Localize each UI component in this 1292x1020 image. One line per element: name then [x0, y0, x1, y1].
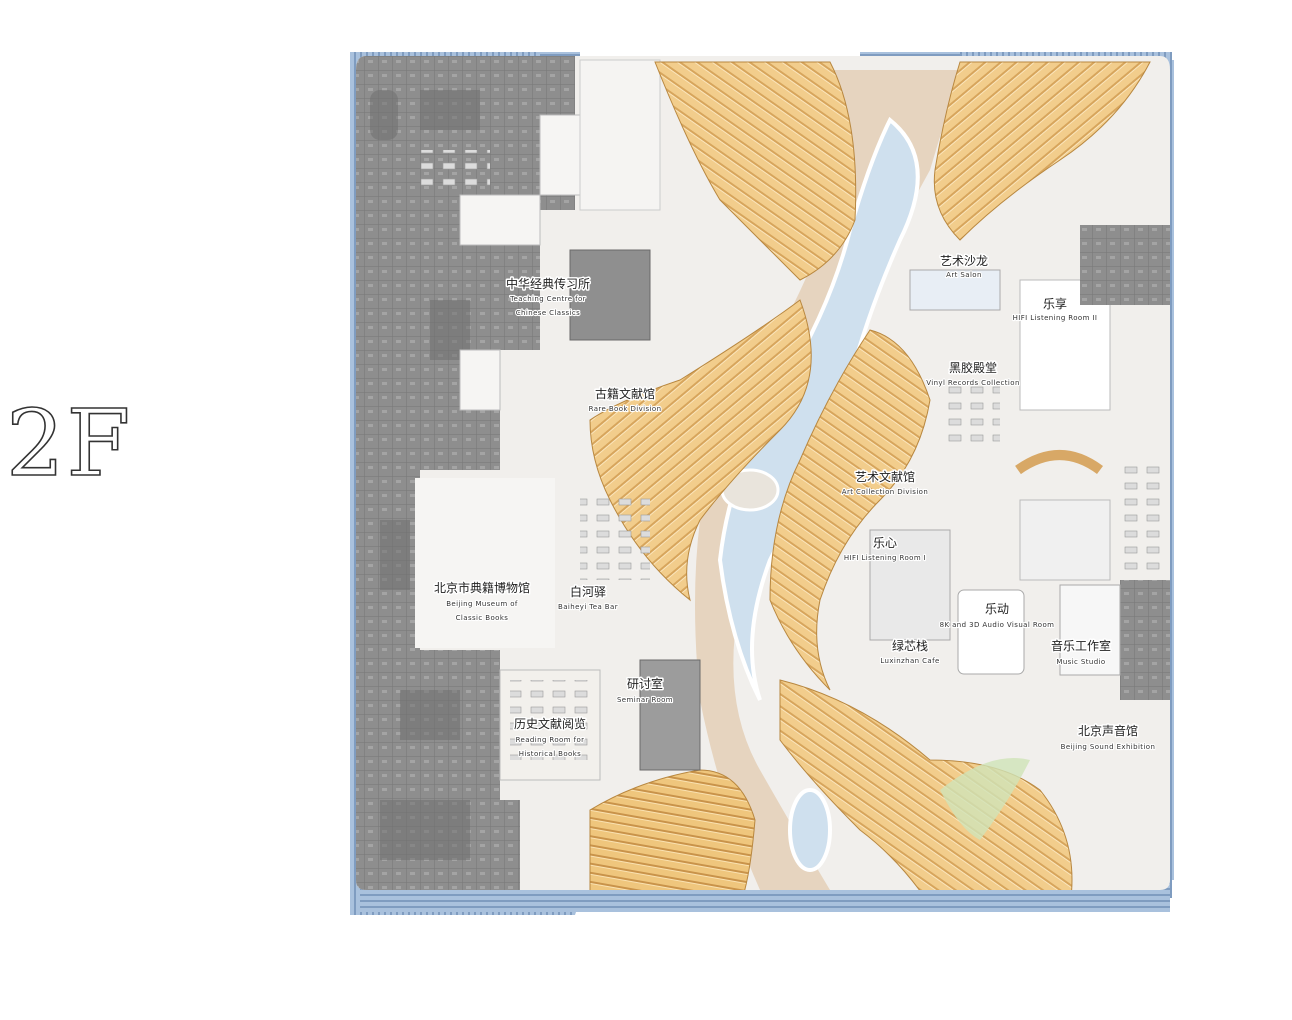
shelving: [420, 150, 490, 190]
planting-strip: [940, 758, 1030, 840]
museum-hall: [415, 478, 555, 648]
label-en: Art Collection Division: [842, 488, 928, 496]
label-en: Reading Room for: [516, 736, 585, 744]
reading-counter: [1015, 450, 1103, 475]
timber-terrace-west-lower: [589, 769, 756, 890]
label-zh: 白河驿: [570, 584, 606, 599]
label-luxinzhan-cafe: 绿芯栈 Luxinzhan Cafe: [879, 637, 940, 667]
room-block: [459, 349, 501, 411]
reading-desks: [510, 680, 590, 760]
label-zh: 历史文献阅览: [514, 716, 586, 731]
label-en: HIFI Listening Room I: [844, 554, 926, 562]
label-zh: 乐享: [1043, 296, 1067, 311]
label-zh: 北京市典籍博物馆: [434, 580, 530, 595]
grey-core-east: [1080, 225, 1170, 305]
label-zh: 中华经典传习所: [506, 276, 590, 291]
label-en: Classic Books: [456, 614, 509, 622]
label-en: Luxinzhan Cafe: [880, 657, 939, 665]
label-en: Music Studio: [1056, 658, 1105, 666]
label-teaching-centre: 中华经典传习所 Teaching Centre for Chinese Clas…: [504, 275, 591, 319]
label-en: Seminar Room: [617, 696, 673, 704]
label-zh: 研讨室: [627, 676, 663, 691]
tea-bar-tables: [580, 490, 650, 580]
label-en: Art Salon: [946, 271, 982, 279]
room-block: [459, 194, 541, 246]
label-beijing-museum: 北京市典籍博物馆 Beijing Museum of Classic Books: [432, 579, 531, 624]
label-zh: 黑胶殿堂: [949, 360, 997, 375]
label-en: 8K and 3D Audio Visual Room: [940, 621, 1055, 629]
label-zh: 古籍文献馆: [595, 386, 655, 401]
grey-service-zone: [356, 56, 575, 890]
label-zh: 绿芯栈: [892, 638, 928, 653]
label-zh: 艺术文献馆: [855, 469, 915, 484]
label-zh: 乐动: [985, 602, 1009, 616]
floor-label: 2F: [5, 390, 133, 497]
label-en: HIFI Listening Room II: [1013, 314, 1098, 322]
label-en: Beijing Museum of: [446, 600, 518, 608]
timber-terrace-east-upper: [933, 61, 1151, 241]
shelving: [1120, 460, 1165, 570]
label-sound-exhibition: 北京声音馆 Beijing Sound Exhibition: [1060, 722, 1156, 753]
room-block: [1019, 499, 1111, 581]
label-rare-book: 古籍文献馆 Rare Book Division: [587, 385, 662, 415]
label-en: Beijing Sound Exhibition: [1061, 743, 1156, 751]
label-en: Teaching Centre for: [509, 295, 586, 303]
label-historical-reading: 历史文献阅览 Reading Room for Historical Books: [512, 715, 587, 760]
teaching-centre-core: [569, 249, 651, 341]
label-vinyl-records: 黑胶殿堂 Vinyl Records Collection: [925, 359, 1020, 389]
label-music-studio: 音乐工作室 Music Studio: [1049, 637, 1112, 668]
label-en: Vinyl Records Collection: [926, 379, 1020, 387]
hifi-room-1-block: [869, 529, 951, 641]
music-studio-block: [1059, 584, 1121, 676]
grey-zone-rooms: [370, 90, 480, 860]
av-room-block: [957, 589, 1025, 675]
label-zh: 艺术沙龙: [940, 254, 988, 268]
water-feature: [717, 116, 920, 701]
map-labels: 中华经典传习所 Teaching Centre for Chinese Clas…: [432, 253, 1156, 760]
timber-terrace-east-lower: [779, 679, 1073, 890]
room-block: [579, 59, 661, 211]
label-av-room: 乐动 8K and 3D Audio Visual Room: [939, 601, 1056, 631]
label-hifi-room-1: 乐心 HIFI Listening Room I: [843, 535, 927, 564]
label-zh: 北京声音馆: [1078, 723, 1138, 738]
seminar-core: [639, 659, 701, 771]
label-zh: 音乐工作室: [1051, 638, 1111, 653]
label-zh: 乐心: [873, 536, 897, 550]
grey-core-southeast: [1120, 580, 1170, 700]
timber-terrace-east-mid: [769, 329, 931, 691]
label-en: Rare Book Division: [589, 405, 662, 413]
label-baihe-tea-bar: 白河驿 Baiheyi Tea Bar: [557, 583, 619, 613]
water-feature-south: [788, 788, 832, 872]
label-art-salon: 艺术沙龙 Art Salon: [938, 253, 989, 281]
label-seminar-room: 研讨室 Seminar Room: [616, 675, 674, 706]
label-en: Chinese Classics: [516, 309, 580, 317]
label-en: Baiheyi Tea Bar: [558, 603, 618, 611]
label-art-collection: 艺术文献馆 Art Collection Division: [841, 468, 929, 498]
timber-terrace-west-upper: [654, 61, 857, 281]
vinyl-shelving: [940, 380, 1000, 450]
art-salon-block: [909, 269, 1001, 311]
label-en: Historical Books: [519, 750, 581, 758]
label-hifi-room-2: 乐享 HIFI Listening Room II: [1012, 295, 1099, 324]
